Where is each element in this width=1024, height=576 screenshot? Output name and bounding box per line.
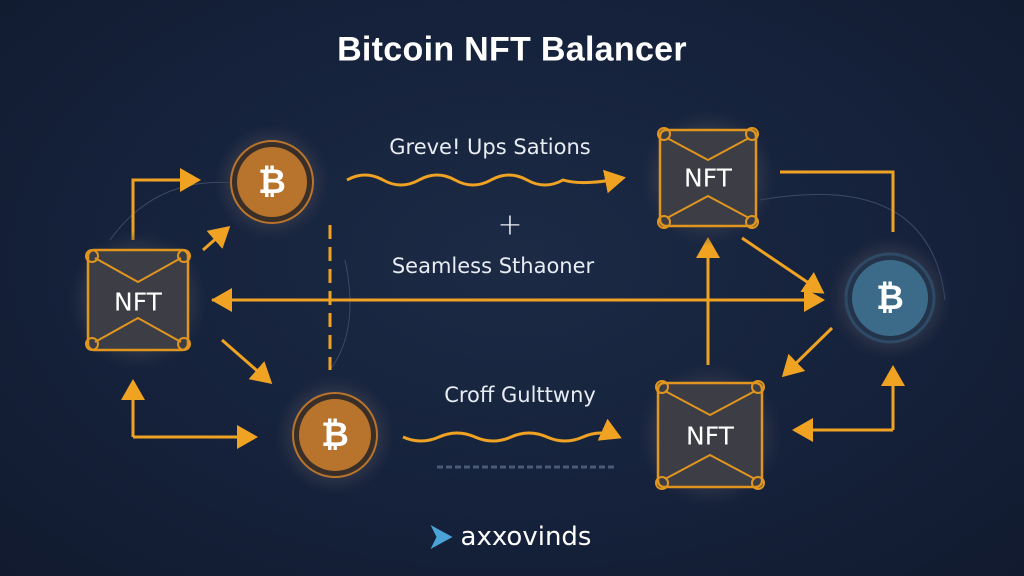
nft-label-top-right: NFT (684, 163, 732, 193)
bitcoin-icon: ₿ (258, 162, 286, 202)
nft-label-bottom-right: NFT (686, 421, 734, 451)
bitcoin-icon: ₿ (321, 415, 349, 455)
label-bottom: Croff Gulttwny (444, 383, 596, 407)
btc-coin-top (214, 124, 330, 240)
nft-box-bottom-right (638, 363, 782, 507)
btc-coin-bottom (275, 375, 395, 495)
bitcoin-icon: ₿ (876, 278, 904, 318)
arrows (121, 168, 905, 449)
arrow-btc-to-nft (781, 326, 834, 378)
nft-box-left (68, 230, 208, 370)
arrow-nft-to-btc (741, 236, 825, 294)
nft-label-left: NFT (114, 287, 162, 317)
label-middle: Seamless Sthaoner (391, 254, 595, 278)
arrow-diag-up (202, 226, 231, 252)
nft-box-top-right (640, 110, 776, 246)
arrow-left-to-top-btc (131, 168, 201, 240)
logo-chevron-icon (430, 525, 453, 549)
brand-logo: axxovinds (429, 522, 592, 552)
btc-coin-right (828, 236, 952, 360)
arrow-diag-down (221, 338, 273, 384)
logo-text: axxovinds (460, 522, 592, 552)
label-top: Greve! Ups Sations (389, 135, 591, 159)
page-title: Bitcoin NFT Balancer (337, 30, 687, 69)
wave-bottom (402, 418, 622, 443)
plus-sign: + (497, 207, 523, 243)
wave-top (346, 169, 626, 194)
arrow-top-right-corner (780, 170, 895, 232)
